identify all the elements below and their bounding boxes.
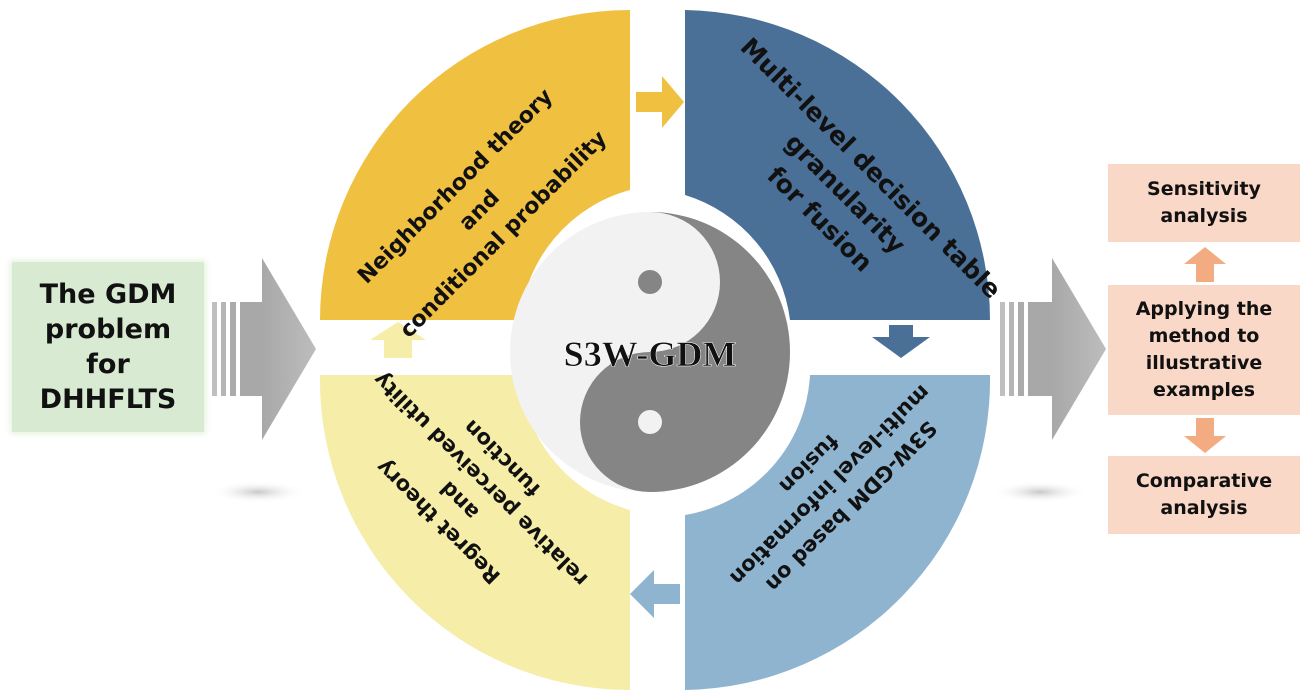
right-arrow-shadow <box>992 481 1088 503</box>
quadrant-bottom-left <box>319 375 630 690</box>
center-yin-yang <box>510 212 790 492</box>
gdm-problem-box: The GDM problem for DHHFLTS <box>12 262 204 432</box>
arrow-down-to-comparative <box>1184 418 1226 453</box>
quadrant-top-left <box>320 10 630 320</box>
left-arrow-shadow <box>210 481 306 503</box>
sensitivity-analysis-box: Sensitivity analysis <box>1108 164 1300 242</box>
arrow-lightblue-left <box>630 570 680 618</box>
arrow-blue-down <box>872 325 930 358</box>
quadrant-top-right <box>685 10 990 320</box>
center-label: S3W-GDM <box>564 334 737 374</box>
arrow-yellow-right <box>636 76 684 128</box>
quadrant-bottom-right <box>685 375 991 690</box>
arrow-paleyellow-up <box>370 322 426 358</box>
applying-method-box: Applying the method to illustrative exam… <box>1108 285 1300 415</box>
right-arrow <box>1000 258 1106 440</box>
comparative-analysis-box: Comparative analysis <box>1108 456 1300 534</box>
arrow-up-to-sensitivity <box>1184 247 1226 282</box>
left-arrow <box>212 258 316 440</box>
